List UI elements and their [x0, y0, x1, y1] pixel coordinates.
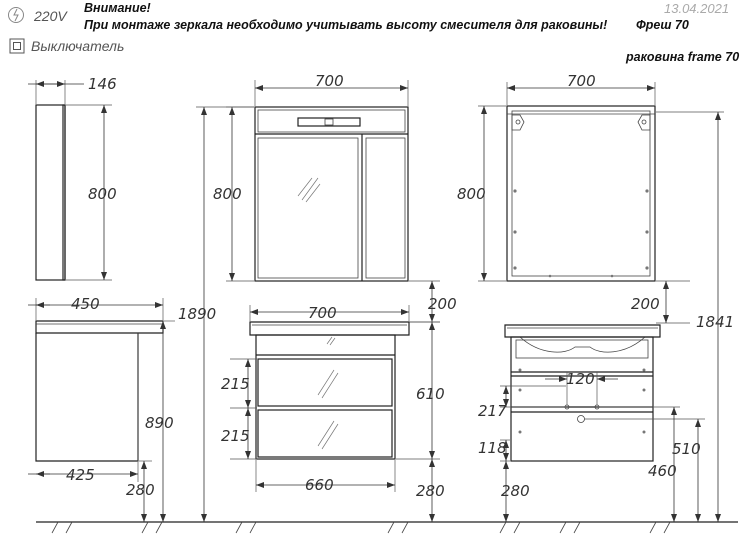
dim-drawer-top-height: 215: [221, 375, 250, 393]
mounting-notice: При монтаже зеркала необходимо учитывать…: [84, 18, 608, 32]
dim-mirror-back-height: 800: [457, 185, 486, 203]
drawing-date: 13.04.2021: [664, 1, 730, 16]
dim-pipe-spacing: 120: [566, 370, 595, 388]
switch-label: Выключатель: [31, 38, 125, 54]
dim-back-total-height: 1841: [696, 313, 734, 331]
dim-mirror-front-width: 700: [315, 72, 344, 90]
mounting-bracket-left: [511, 114, 525, 131]
mirror-side-view: 146 800: [28, 75, 117, 281]
dim-cabinet-side-base-depth: 425: [66, 466, 95, 484]
mounting-bracket-right: [637, 114, 651, 131]
dim-drawer-bottom-height: 215: [221, 427, 250, 445]
attention-label: Внимание!: [84, 1, 151, 15]
total-height-dimension: 1890: [178, 106, 254, 522]
dim-total-height: 1890: [178, 305, 216, 323]
dim-cabinet-front-leg: 280: [416, 482, 445, 500]
dim-cabinet-side-leg: 280: [126, 481, 155, 499]
cabinet-back-view: 120 217 118 280 510 460: [478, 324, 705, 522]
dim-cabinet-side-depth: 450: [71, 295, 100, 313]
cabinet-front-view: 700 215 215 610 660 280: [221, 304, 445, 522]
dim-back-leg: 280: [501, 482, 530, 500]
dim-mirror-gap-back: 200: [631, 295, 660, 313]
mirror-back-view: 700 800 200 1841: [457, 72, 734, 522]
mirror-front-view: 700 800 200: [213, 72, 457, 323]
dim-cabinet-inner-width: 660: [305, 476, 334, 494]
dim-mirror-front-height: 800: [213, 185, 242, 203]
voltage-label: 220V: [34, 8, 67, 24]
dim-cabinet-side-height: 890: [145, 414, 174, 432]
dim-mirror-side-height: 800: [88, 185, 117, 203]
product-name: Фреш 70: [636, 18, 689, 32]
dim-mirror-back-width: 700: [567, 72, 596, 90]
sink-name: раковина frame 70: [626, 50, 740, 64]
dim-mirror-gap-front: 200: [428, 295, 457, 313]
dim-back-510: 510: [672, 440, 701, 458]
dim-cabinet-front-height: 610: [416, 385, 445, 403]
dim-back-118: 118: [478, 439, 507, 457]
dim-mirror-side-depth: 146: [88, 75, 117, 93]
switch-icon: [9, 38, 25, 54]
dim-back-217: 217: [478, 402, 507, 420]
cabinet-side-view: 450 890 425 280: [28, 295, 175, 522]
floor-line: [36, 521, 738, 534]
dim-back-460: 460: [648, 462, 677, 480]
power-outlet-icon: [7, 6, 25, 24]
dim-cabinet-front-width: 700: [308, 304, 337, 322]
